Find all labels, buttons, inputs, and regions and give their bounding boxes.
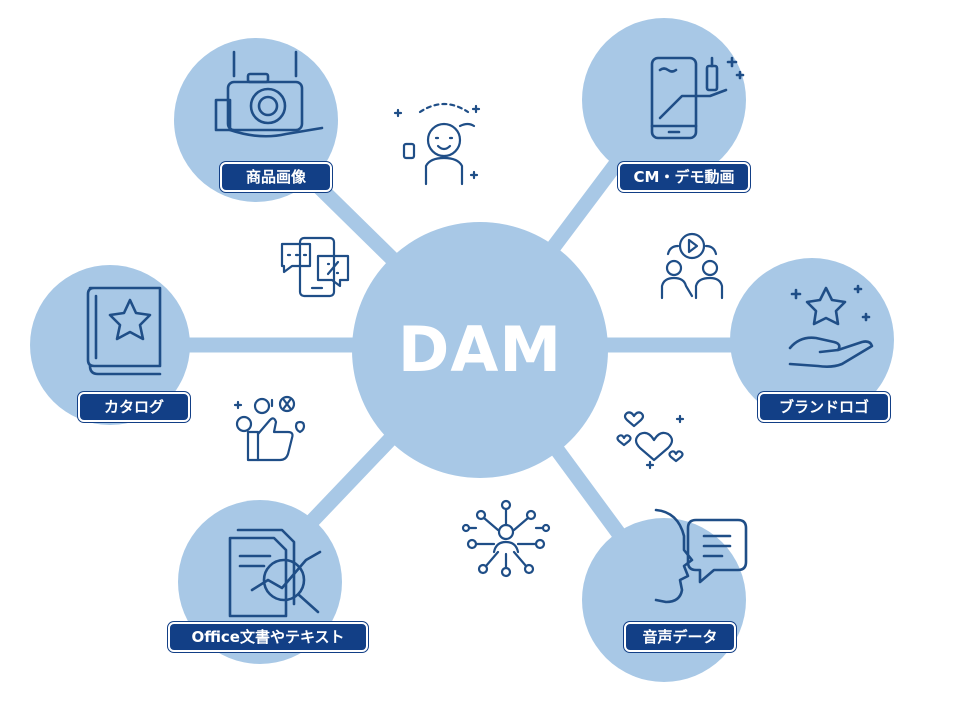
- label-audio-data[interactable]: 音声データ: [624, 622, 736, 652]
- star-hand-icon: [788, 284, 874, 368]
- chat-phones-icon: [280, 236, 350, 298]
- label-office-docs[interactable]: Office文書やテキスト: [168, 622, 368, 652]
- smartphone-icon: [650, 56, 745, 140]
- label-catalog[interactable]: カタログ: [78, 392, 190, 422]
- label-product-image[interactable]: 商品画像: [220, 162, 332, 192]
- hub-label: DAM: [397, 313, 563, 386]
- video-meeting-icon: [660, 232, 724, 300]
- node-circle-cm-demo-video: [582, 18, 746, 182]
- label-cm-demo-video[interactable]: CM・デモ動画: [618, 162, 750, 192]
- network-icon: [461, 499, 551, 578]
- speaking-head-icon: [654, 508, 748, 604]
- happy-person-icon: [393, 102, 481, 186]
- label-brand-logo[interactable]: ブランドロゴ: [758, 392, 890, 422]
- emoji-thumbs-up-icon: [233, 395, 306, 462]
- hub-circle: [352, 222, 608, 478]
- node-circle-catalog: [30, 265, 190, 425]
- node-circle-product-image: [174, 38, 338, 202]
- hearts-icon: [616, 411, 685, 470]
- node-circle-audio-data: [582, 518, 746, 682]
- camera-icon: [214, 50, 324, 138]
- document-analysis-icon: [228, 528, 322, 618]
- node-circle-brand-logo: [730, 258, 894, 422]
- star-book-icon: [86, 286, 162, 376]
